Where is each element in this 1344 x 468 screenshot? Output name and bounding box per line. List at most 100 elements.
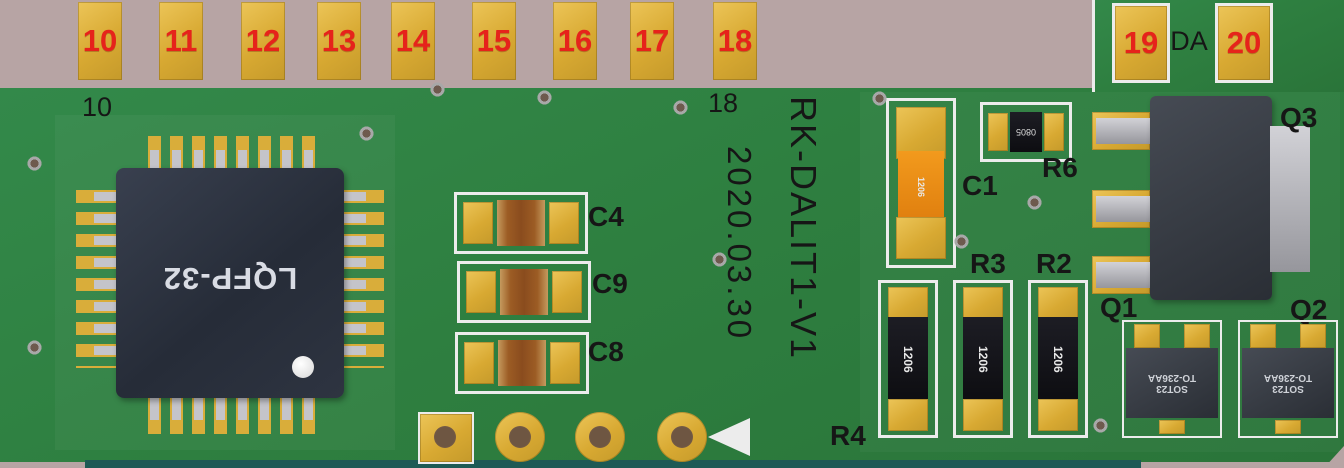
capacitor-c1-pad-top (896, 107, 946, 159)
pin18-marking: 18 (708, 88, 739, 118)
mcu-pin-row-bottom (150, 394, 326, 420)
via (359, 126, 374, 141)
capacitor-c9 (457, 261, 591, 323)
mounting-pad-square-hole (434, 426, 456, 448)
board-bottom-edge-shadow (85, 460, 1141, 468)
edge-pad-10: 10 (78, 2, 122, 80)
transistor-q2-body: SOT23 TO-236AA (1242, 348, 1334, 418)
edge-pad-20: 20 (1215, 3, 1273, 83)
transistor-q2-pad-top-left (1250, 324, 1276, 348)
capacitor-c1-body: 1206 (898, 151, 944, 223)
refdes-r6: R6 (1042, 152, 1078, 183)
resistor-r4-marking: 1206 (901, 345, 915, 373)
via (673, 100, 688, 115)
mounting-pad-round-3 (657, 412, 707, 462)
edge-pad-16-number: 16 (557, 23, 593, 58)
resistor-r2-pad-top (1038, 287, 1078, 319)
transistor-q2-marking-line1: SOT23 (1272, 383, 1304, 394)
edge-pad-17: 17 (630, 2, 674, 80)
transistor-q3-lead-1 (1096, 118, 1150, 144)
mounting-pad-round-2 (575, 412, 625, 462)
edge-pad-15-number: 15 (476, 23, 512, 58)
resistor-r6-marking: 0805 (1015, 127, 1037, 137)
resistor-r6-body: 0805 (1010, 112, 1042, 152)
via (27, 340, 42, 355)
capacitor-c9-pad-right (552, 271, 582, 313)
edge-pad-14-number: 14 (395, 23, 431, 58)
transistor-q3-lead-3 (1096, 262, 1150, 288)
mcu-pin1-dot (292, 356, 314, 378)
edge-pad-11: 11 (159, 2, 203, 80)
refdes-c9: C9 (592, 268, 628, 299)
mounting-pad-square (418, 412, 474, 464)
transistor-q3-tab (1270, 126, 1310, 272)
transistor-q2: SOT23 TO-236AA (1238, 320, 1338, 438)
resistor-r6-pad-right (1044, 113, 1064, 151)
transistor-q3-lead-2 (1096, 196, 1150, 222)
capacitor-c8-pad-left (464, 342, 494, 384)
refdes-r3: R3 (970, 248, 1006, 279)
via (27, 156, 42, 171)
capacitor-c4-pad-right (549, 202, 579, 244)
transistor-q1-body: SOT23 TO-236AA (1126, 348, 1218, 418)
edge-pad-18: 18 (713, 2, 757, 80)
edge-pad-15: 15 (472, 2, 516, 80)
refdes-r4: R4 (830, 420, 866, 451)
capacitor-c1: 1206 (886, 98, 956, 268)
transistor-q2-marking-line2: TO-236AA (1263, 372, 1313, 383)
via (1093, 418, 1108, 433)
via (537, 90, 552, 105)
edge-pad-11-number: 11 (164, 23, 198, 58)
da-label: DA (1170, 26, 1208, 56)
edge-pad-19: 19 (1112, 3, 1170, 83)
board-title-marking: RK-DALIT1-V1 (783, 96, 824, 361)
edge-pad-20-number: 20 (1226, 25, 1262, 60)
resistor-r2-body: 1206 (1038, 317, 1078, 401)
transistor-q3-body (1150, 96, 1272, 300)
resistor-r6-pad-left (988, 113, 1008, 151)
resistor-r3-pad-bottom (963, 399, 1003, 431)
via (1027, 195, 1042, 210)
transistor-q1: SOT23 TO-236AA (1122, 320, 1222, 438)
transistor-q1-pad-bottom (1159, 420, 1185, 434)
edge-pad-12-number: 12 (245, 23, 281, 58)
via (872, 91, 887, 106)
capacitor-c9-pad-left (466, 271, 496, 313)
edge-pad-16: 16 (553, 2, 597, 80)
mounting-pad-round-2-hole (589, 426, 611, 448)
refdes-c1: C1 (962, 170, 998, 201)
mcu-chip: LQFP-32 (116, 168, 344, 398)
refdes-c4: C4 (588, 201, 624, 232)
resistor-r2-pad-bottom (1038, 399, 1078, 431)
capacitor-c4-pad-left (463, 202, 493, 244)
capacitor-c1-marking: 1206 (916, 176, 926, 198)
edge-pad-10-number: 10 (82, 23, 118, 58)
capacitor-c8 (455, 332, 589, 394)
refdes-q2: Q2 (1290, 294, 1328, 325)
capacitor-c9-body (500, 269, 548, 315)
pin10-marking: 10 (82, 92, 113, 122)
refdes-r2: R2 (1036, 248, 1072, 279)
transistor-q1-marking-line2: TO-236AA (1147, 372, 1197, 383)
transistor-q1-marking: SOT23 TO-236AA (1126, 372, 1218, 394)
resistor-r4: 1206 (878, 280, 938, 438)
transistor-q2-pad-bottom (1275, 420, 1301, 434)
transistor-q2-marking: SOT23 TO-236AA (1242, 372, 1334, 394)
edge-pad-13-number: 13 (321, 23, 357, 58)
mounting-pad-round-1 (495, 412, 545, 462)
mounting-pad-round-1-hole (509, 426, 531, 448)
transistor-q1-pad-top-right (1184, 324, 1210, 348)
resistor-r4-body: 1206 (888, 317, 928, 401)
edge-pad-17-number: 17 (634, 23, 670, 58)
capacitor-c4 (454, 192, 588, 254)
via (430, 82, 445, 97)
refdes-c8: C8 (588, 336, 624, 367)
edge-pad-19-number: 19 (1123, 25, 1159, 60)
resistor-r3-pad-top (963, 287, 1003, 319)
refdes-q1: Q1 (1100, 292, 1138, 323)
transistor-q1-marking-line1: SOT23 (1156, 383, 1188, 394)
resistor-r3-marking: 1206 (976, 345, 990, 373)
resistor-r4-pad-bottom (888, 399, 928, 431)
refdes-q3: Q3 (1280, 102, 1318, 133)
